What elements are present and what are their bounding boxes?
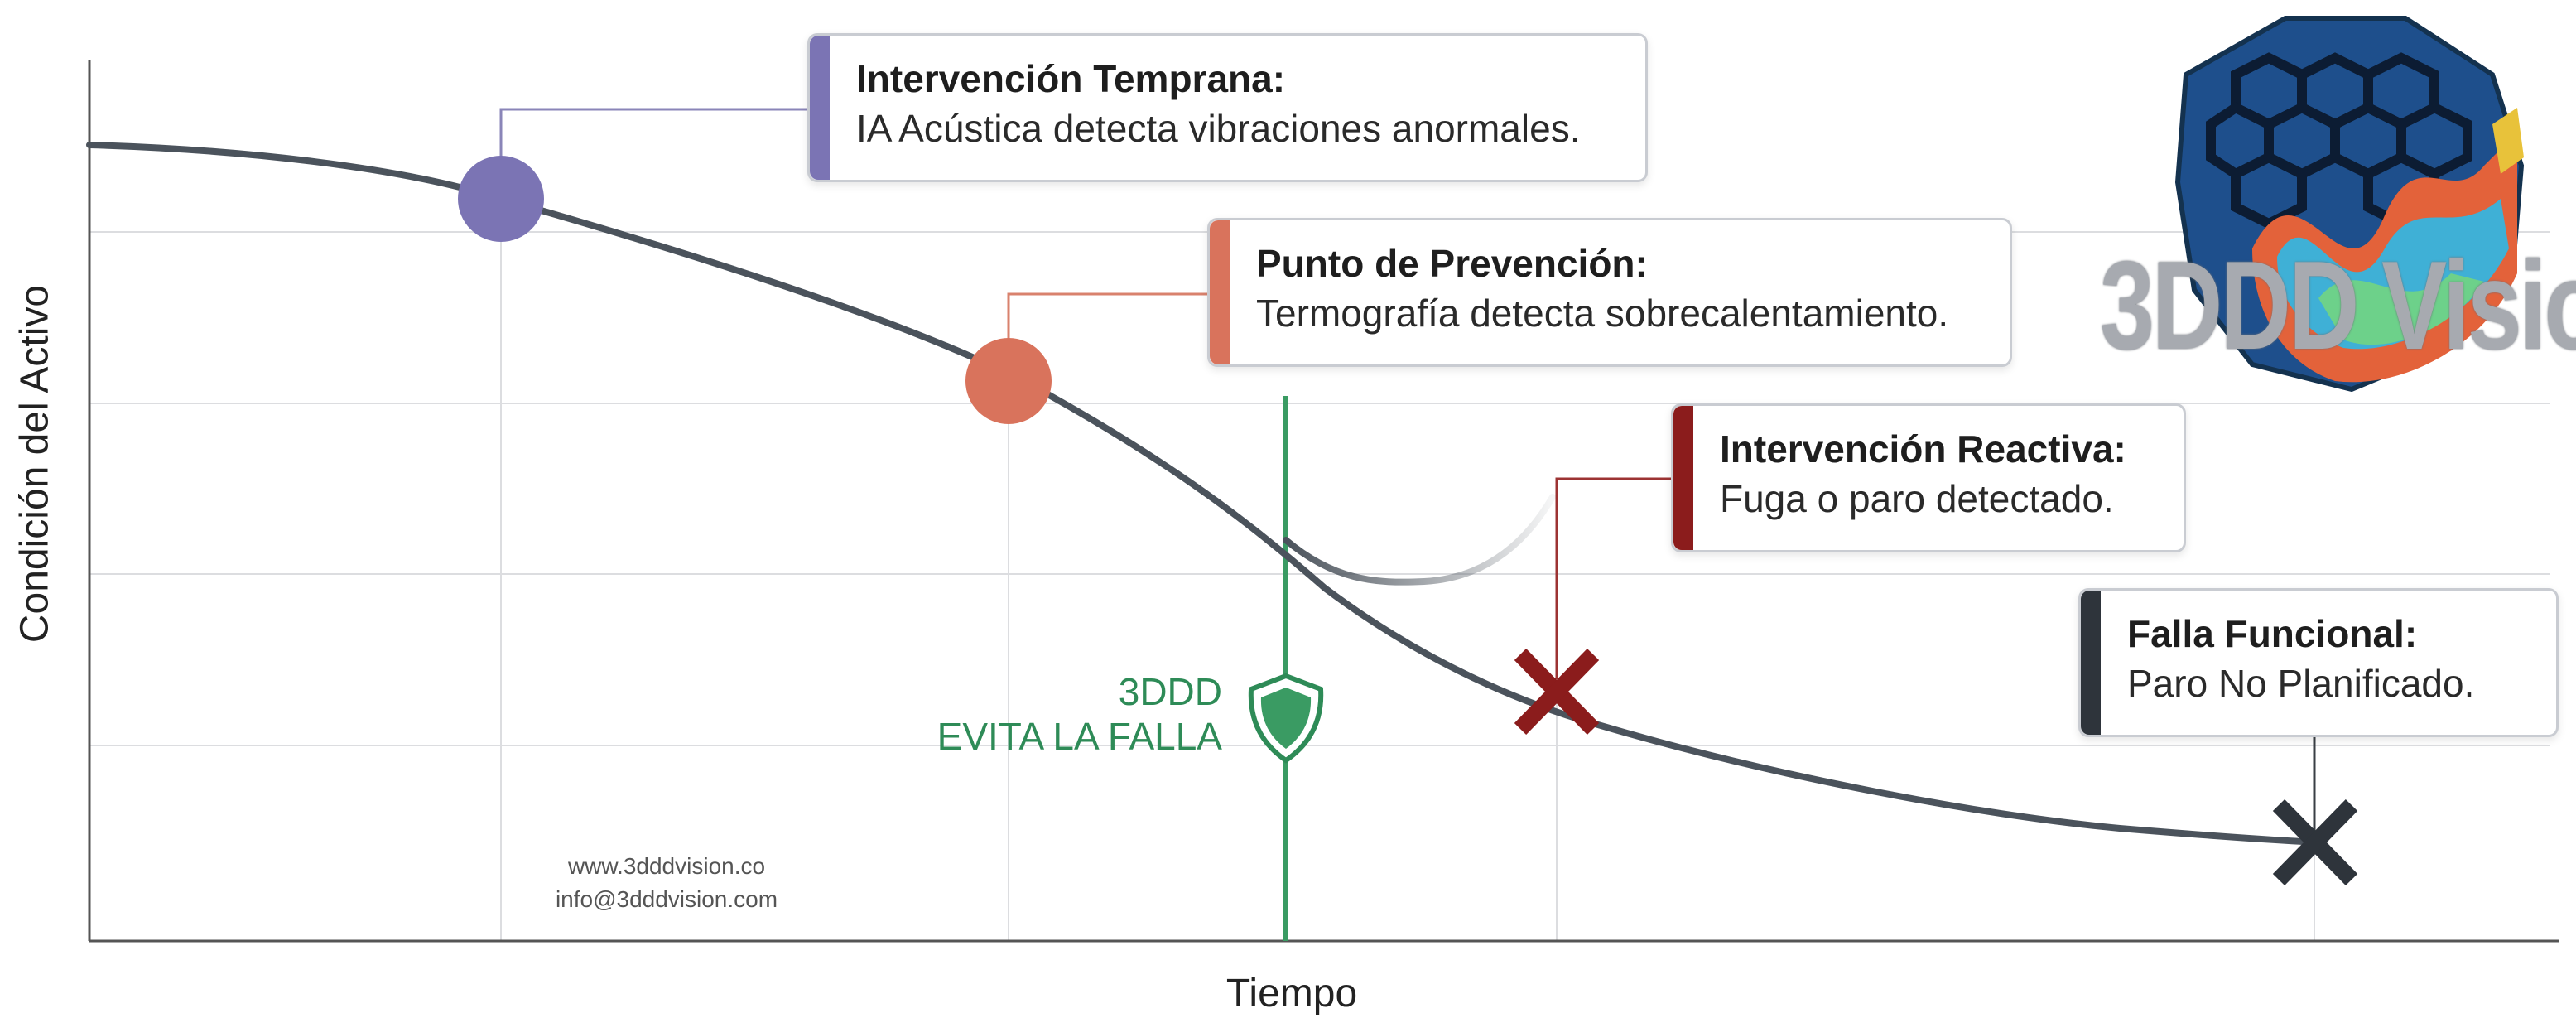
contact-info: www.3dddvision.co info@3dddvision.com <box>497 850 836 916</box>
callout-title: Punto de Prevención: <box>1256 242 1648 285</box>
callout-accent-bar <box>1673 406 1693 550</box>
callout-accent-bar <box>810 36 830 180</box>
avoid-failure-brand: 3DDD <box>1118 670 1222 713</box>
x-axis-label: Tiempo <box>1225 972 1358 1016</box>
callout-early-intervention: Intervención Temprana: IA Acústica detec… <box>807 33 1648 182</box>
avoid-failure-label: 3DDD EVITA LA FALLA <box>869 669 1222 759</box>
avoided-curve-branch <box>1283 494 1556 586</box>
email-text: info@3dddvision.com <box>555 886 778 912</box>
leader-line <box>499 108 811 182</box>
early-intervention-marker <box>458 156 544 242</box>
callout-description: Paro No Planificado. <box>2127 662 2475 705</box>
callout-description: Fuga o paro detectado. <box>1720 477 2114 520</box>
callout-accent-bar <box>1210 220 1230 364</box>
reactive-intervention-marker <box>1514 649 1600 735</box>
leader-line <box>1555 477 1674 679</box>
avoid-failure-text: EVITA LA FALLA <box>937 715 1222 758</box>
callout-description: IA Acústica detecta vibraciones anormale… <box>856 107 1581 150</box>
callout-description: Termografía detecta sobrecalentamiento. <box>1256 292 1949 335</box>
callout-accent-bar <box>2081 591 2101 735</box>
callout-prevention-point: Punto de Prevención: Termografía detecta… <box>1207 218 2012 367</box>
callout-reactive-intervention: Intervención Reactiva: Fuga o paro detec… <box>1671 403 2186 552</box>
functional-failure-marker <box>2272 799 2358 885</box>
callout-title: Falla Funcional: <box>2127 612 2418 655</box>
y-axis-label: Condición del Activo <box>12 284 57 644</box>
callout-title: Intervención Reactiva: <box>1720 427 2126 470</box>
website-text: www.3dddvision.co <box>567 853 766 879</box>
gridlines <box>89 199 2550 940</box>
callout-functional-failure: Falla Funcional: Paro No Planificado. <box>2078 588 2559 737</box>
logo-text: 3DDD Visio <box>2100 235 2576 376</box>
callout-title: Intervención Temprana: <box>856 57 1286 100</box>
shield-icon <box>1248 673 1324 764</box>
geodesic-sphere-logo <box>2174 16 2525 393</box>
prevention-point-marker <box>965 338 1052 424</box>
